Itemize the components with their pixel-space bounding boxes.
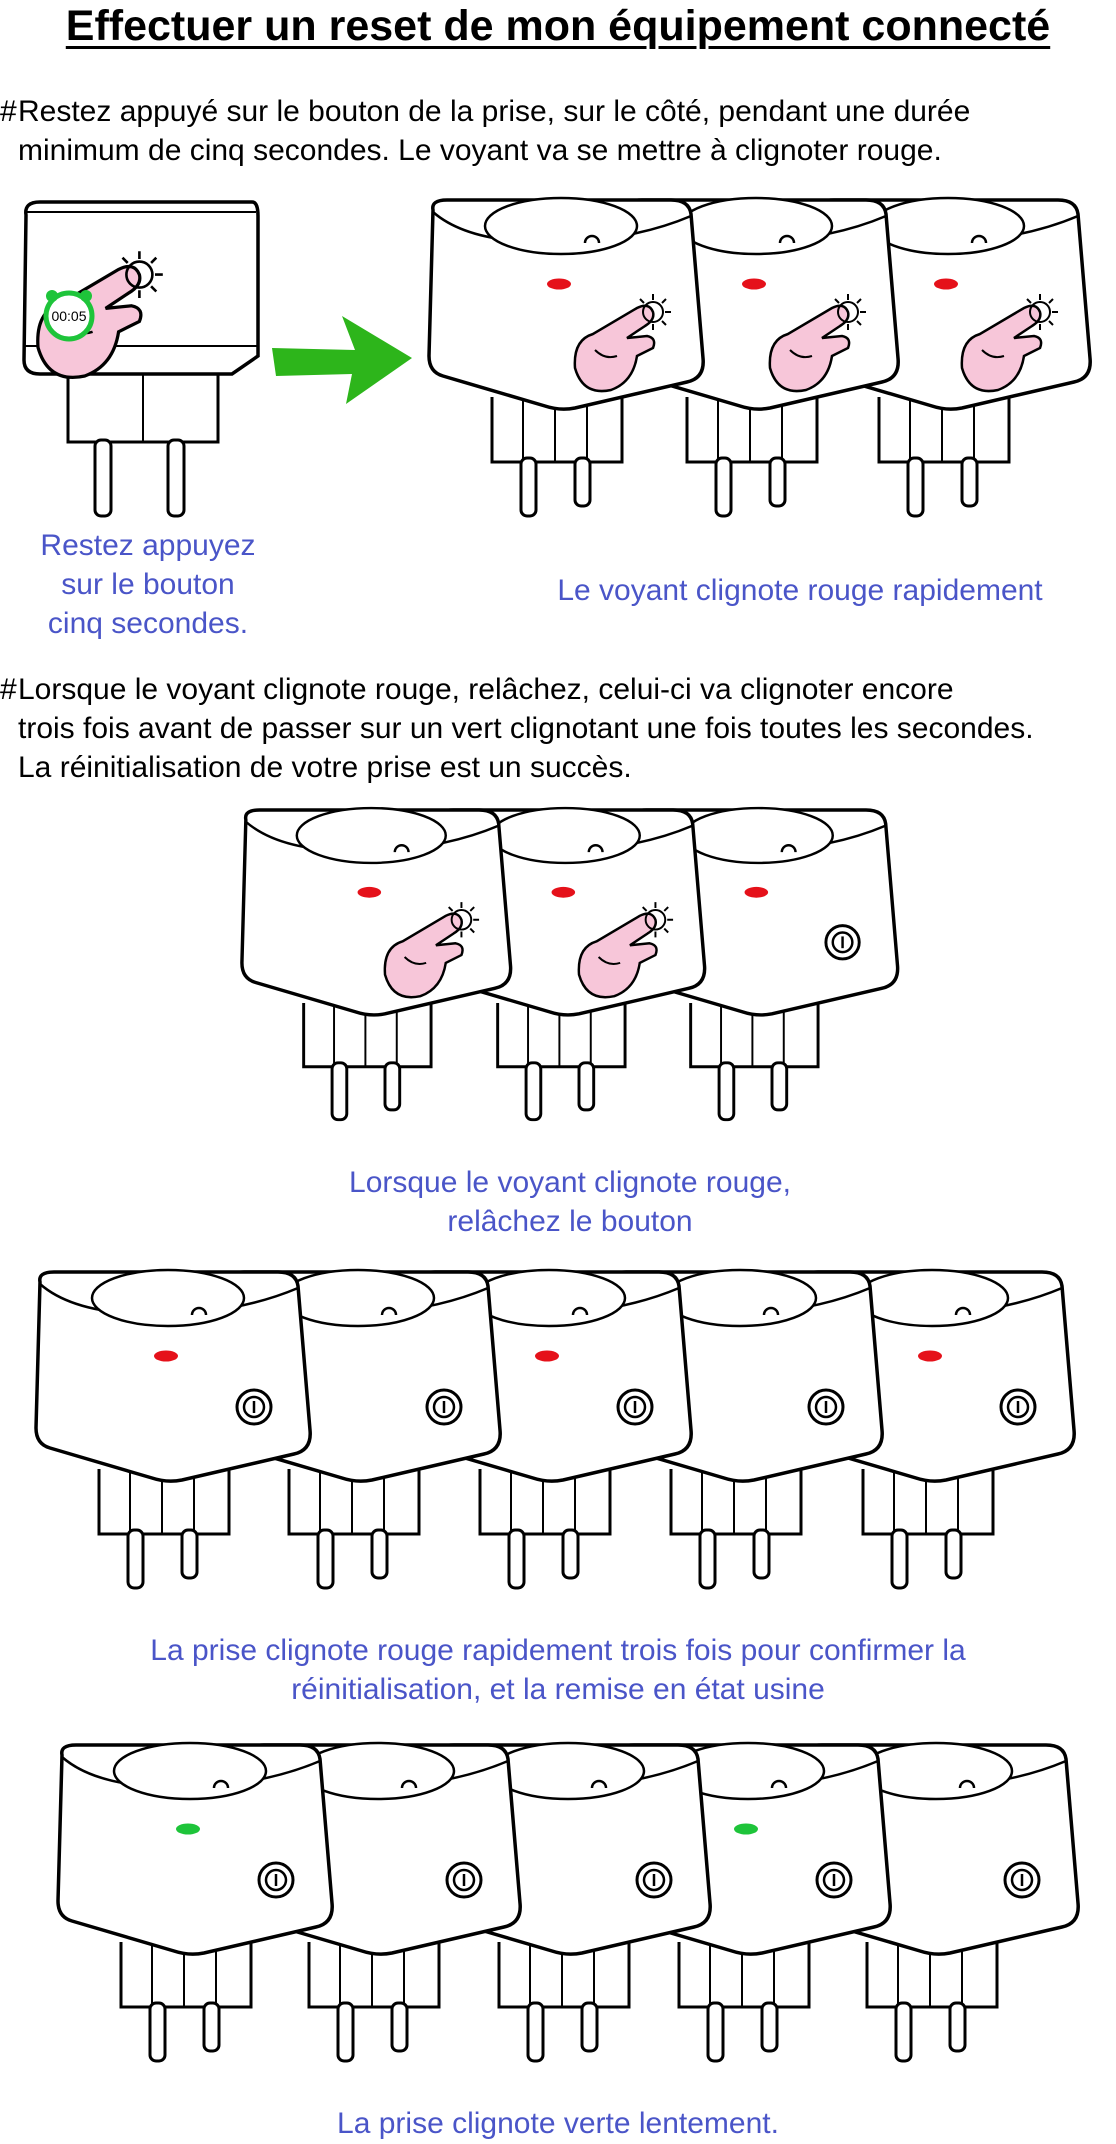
caption-hold-line-2: sur le bouton [61,568,235,601]
step-1-instructions: #Restez appuyé sur le bouton de la prise… [0,92,1116,170]
caption-hold-line-3: cinq secondes. [47,607,249,640]
row-3-button-4-icon [807,1388,845,1426]
row-4-button-4-icon [815,1861,853,1899]
row-3-button-1-icon [235,1388,273,1426]
row-2-led-2 [551,886,576,898]
caption-green-blink: La prise clignote verte lentement. [337,2107,779,2140]
row-1-led-2 [742,278,766,290]
step-2-line-2: trois fois avant de passer sur un vert c… [18,712,1034,745]
row-3-plug-3 [415,1268,693,1590]
row-2-plug-1 [240,806,513,1122]
row-4-plug-1 [56,1741,334,2063]
caption-release-line-1: Lorsque le voyant clignote rouge, [349,1166,791,1199]
caption-confirm-line-2: réinitialisation, et la remise en état u… [291,1673,825,1706]
row-3-button-2-icon [425,1388,463,1426]
row-4-led-1 [176,1823,200,1835]
step-1-line-1: Restez appuyé sur le bouton de la prise,… [18,95,971,128]
caption-hold-line-1: Restez appuyez [40,529,256,562]
row-4-button-5-icon [1003,1861,1041,1899]
caption-hold-button: Restez appuyez sur le bouton cinq second… [8,526,288,643]
timer-text: 00:05 [51,308,86,324]
row-1-plug-1 [427,196,705,518]
step-2-instructions: #Lorsque le voyant clignote rouge, relâc… [0,670,1116,787]
step-2-bullet: # [0,673,17,706]
step-2-line-1: Lorsque le voyant clignote rouge, relâch… [18,673,954,706]
row-3-led-1 [154,1350,178,1362]
row-4-led-4 [734,1823,758,1835]
caption-release-line-2: relâchez le bouton [447,1205,693,1238]
row-1-plug-2 [622,196,900,518]
row-2-plug-2 [434,806,707,1122]
row-3-plug-1 [34,1268,312,1590]
row-1-led-1 [547,278,571,290]
caption-release: Lorsque le voyant clignote rouge, relâch… [170,1163,970,1241]
step-1-line-2: minimum de cinq secondes. Le voyant va s… [18,134,942,167]
row-3-button-5-icon [999,1388,1037,1426]
row-1-led-3 [934,278,958,290]
caption-fast-blink: Le voyant clignote rouge rapidement [557,574,1043,607]
row-4-button-3-icon [635,1861,673,1899]
caption-confirm-line-1: La prise clignote rouge rapidement trois… [150,1634,966,1667]
row-2-button-3-icon [824,924,861,961]
row-2-led-3 [744,886,769,898]
row-3-led-3 [535,1350,559,1362]
row-4-button-2-icon [445,1861,483,1899]
step-1-bullet: # [0,95,17,128]
row-3-button-3-icon [616,1388,654,1426]
row-1-plug-3 [814,196,1092,518]
timer-clock-icon: 00:05 [43,290,95,342]
row-3-led-5 [918,1350,942,1362]
green-arrow-icon [272,316,412,404]
row-2-plug-3 [627,806,900,1122]
row-4-plug-4 [614,1741,892,2063]
row-2-led-1 [357,886,382,898]
step-2-line-3: La réinitialisation de votre prise est u… [18,751,632,784]
row-3-plug-5 [798,1268,1076,1590]
page-title: Effectuer un reset de mon équipement con… [65,2,1051,50]
row-4-button-1-icon [257,1861,295,1899]
caption-confirm: La prise clignote rouge rapidement trois… [58,1631,1058,1709]
